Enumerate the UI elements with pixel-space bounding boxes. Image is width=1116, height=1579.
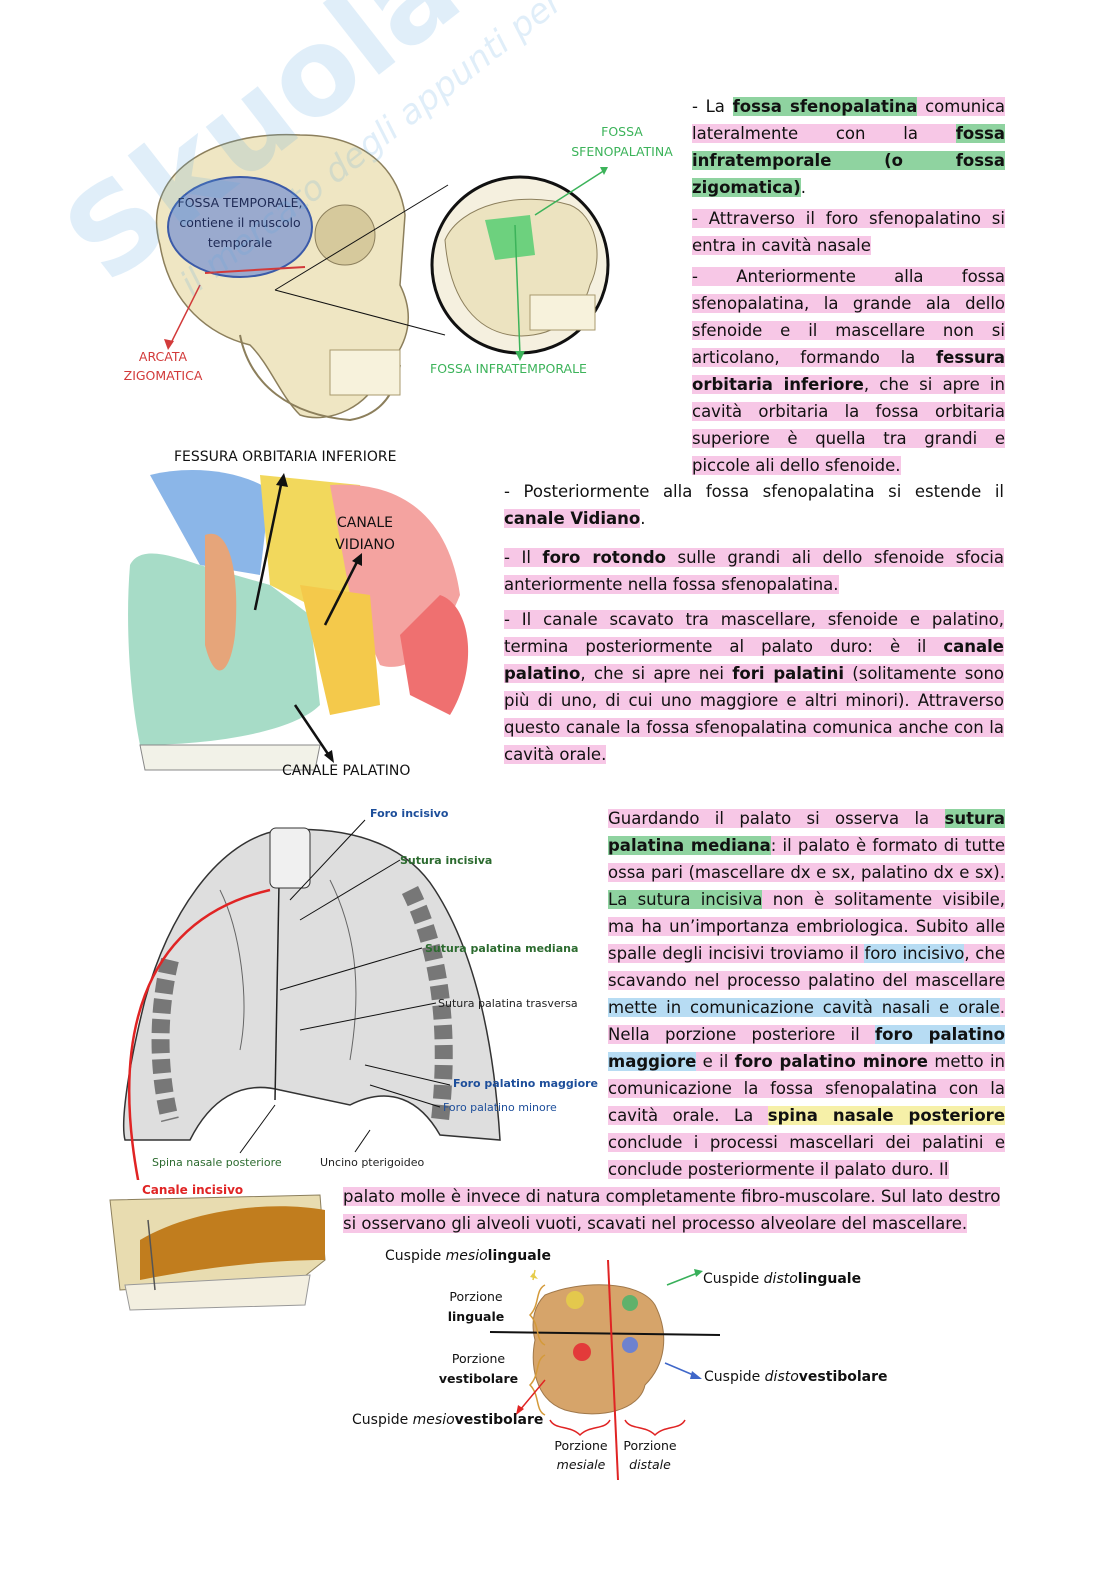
paragraph-fossa-sfenopalatina: - La fossa sfenopalatina comunica latera… bbox=[692, 93, 1006, 479]
label-cuspide-distolinguale: Cuspide distolinguale bbox=[703, 1271, 862, 1287]
bullet-fessura-orbitaria: - Anteriormente alla fossa sfenopalatina… bbox=[692, 267, 1005, 475]
bullet-canale-palatino: - Il canale scavato tra mascellare, sfen… bbox=[504, 610, 1004, 764]
label-canale-incisivo: Canale incisivo bbox=[142, 1183, 244, 1197]
label-cuspide-distovestibolare: Cuspide distovestibolare bbox=[704, 1369, 888, 1385]
label-sutura-mediana: Sutura palatina mediana bbox=[425, 942, 579, 955]
sphenopalatine-illustration bbox=[128, 470, 469, 771]
label-foro-maggiore: Foro palatino maggiore bbox=[453, 1077, 599, 1090]
tooth-cusps-illustration bbox=[489, 1259, 721, 1480]
label-fessura-orbitaria: FESSURA ORBITARIA INFERIORE bbox=[174, 449, 397, 465]
bullet-comunica: - La fossa sfenopalatina comunica latera… bbox=[692, 97, 1006, 197]
paragraph-canali: - Posteriormente alla fossa sfenopalatin… bbox=[504, 478, 1004, 768]
label-foro-minore: Foro palatino minore bbox=[443, 1101, 557, 1114]
label-sutura-trasversa: Sutura palatina trasversa bbox=[438, 997, 578, 1010]
skull-lateral-illustration bbox=[155, 133, 610, 422]
bullet-foro-rotondo: - Il foro rotondo sulle grandi ali dello… bbox=[504, 548, 1004, 594]
bullet-canale-vidiano: - Posteriormente alla fossa sfenopalatin… bbox=[504, 482, 1004, 528]
tooth-cusps-figure: Cuspide mesiolinguale Cuspide distolingu… bbox=[340, 1245, 900, 1480]
label-arcata-zigomatica: ARCATA ZIGOMATICA bbox=[123, 349, 203, 383]
palate-illustration bbox=[122, 819, 501, 1180]
palate-figure: Foro incisivo Sutura incisiva Sutura pal… bbox=[100, 800, 600, 1180]
label-fossa-sfenopalatina: FOSSA SFENOPALATINA bbox=[571, 124, 673, 159]
label-canale-palatino: CANALE PALATINO bbox=[282, 763, 411, 779]
label-sutura-incisiva: Sutura incisiva bbox=[400, 854, 493, 867]
paragraph-palato-molle: palato molle è invece di natura completa… bbox=[343, 1187, 1001, 1233]
label-foro-incisivo: Foro incisivo bbox=[370, 807, 449, 820]
label-uncino: Uncino pterigoideo bbox=[320, 1156, 425, 1169]
skull-lateral-figure: FOSSA TEMPORALE, contiene il muscolo tem… bbox=[100, 95, 690, 435]
label-spina-nasale: Spina nasale posteriore bbox=[152, 1156, 282, 1169]
label-fossa-infratemporale: FOSSA INFRATEMPORALE bbox=[430, 361, 587, 376]
label-cuspide-mesiovestibolare: Cuspide mesiovestibolare bbox=[352, 1412, 544, 1428]
bullet-foro-sfenopalatino: - Attraverso il foro sfenopalatino si en… bbox=[692, 209, 1005, 255]
label-cuspide-mesiolinguale: Cuspide mesiolinguale bbox=[385, 1248, 551, 1264]
incisive-canal-illustration bbox=[109, 1194, 326, 1311]
paragraph-palato: Guardando il palato si osserva la sutura… bbox=[608, 809, 1006, 1179]
incisive-canal-figure: Canale incisivo bbox=[100, 1180, 330, 1320]
label-fossa-temporale: FOSSA TEMPORALE, contiene il muscolo tem… bbox=[177, 195, 303, 250]
